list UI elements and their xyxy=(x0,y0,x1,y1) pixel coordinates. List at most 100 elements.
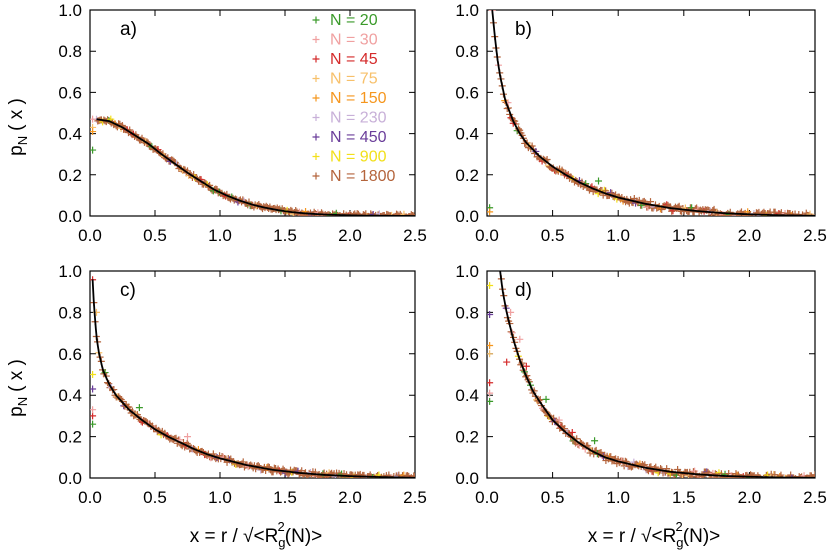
y-tick-label: 0.4 xyxy=(455,125,479,144)
y-tick-label: 0.6 xyxy=(455,345,479,364)
y-tick-label: 1.0 xyxy=(455,1,479,20)
x-tick-label: 1.0 xyxy=(208,488,232,507)
data-point xyxy=(410,472,415,478)
legend-label: N = 45 xyxy=(330,51,378,68)
data-point-outlier xyxy=(487,397,494,405)
data-point xyxy=(788,474,796,478)
data-point xyxy=(811,475,814,478)
data-point xyxy=(810,213,812,216)
x-tick-label: 2.5 xyxy=(403,226,427,245)
y-tick-label: 0.0 xyxy=(58,207,82,226)
data-point-outlier xyxy=(90,412,97,420)
y-tick-label: 0.2 xyxy=(58,428,82,447)
x-tick-label: 1.5 xyxy=(672,488,696,507)
panel-label: d) xyxy=(515,280,532,301)
x-tick-label: 0.5 xyxy=(143,488,167,507)
data-point xyxy=(377,212,385,216)
legend-label: N = 230 xyxy=(330,110,387,127)
legend-marker xyxy=(312,153,320,160)
x-tick-label: 0.0 xyxy=(78,226,102,245)
x-tick-label: 0.0 xyxy=(78,488,102,507)
data-point xyxy=(806,210,814,216)
data-point-outlier xyxy=(595,177,603,185)
data-point xyxy=(781,475,783,478)
x-tick-label: 0.5 xyxy=(541,488,565,507)
x-axis-label-left: x = r / √<Rg2(N)> xyxy=(190,519,323,550)
x-tick-label: 2.0 xyxy=(738,488,762,507)
data-point-outlier xyxy=(516,335,524,343)
data-point-outlier xyxy=(591,437,599,445)
legend-marker xyxy=(312,75,320,82)
data-point-outlier xyxy=(555,416,563,424)
data-point-outlier xyxy=(507,308,515,316)
x-tick-label: 1.5 xyxy=(273,226,297,245)
legend-label: N = 150 xyxy=(330,90,387,107)
data-point-outlier xyxy=(487,350,494,358)
legend-label: N = 1800 xyxy=(330,168,395,185)
data-point xyxy=(776,210,784,216)
x-tick-label: 1.0 xyxy=(606,488,630,507)
y-tick-label: 0.8 xyxy=(455,42,479,61)
y-tick-label: 0.8 xyxy=(58,303,82,322)
y-tick-label: 0.0 xyxy=(455,469,479,488)
data-point xyxy=(699,472,707,478)
data-point xyxy=(811,471,815,478)
x-tick-label: 2.5 xyxy=(803,226,827,245)
y-tick-label: 0.4 xyxy=(58,386,82,405)
data-point-outlier xyxy=(487,281,494,289)
panel-label: a) xyxy=(120,19,137,40)
data-point xyxy=(804,475,806,478)
data-point xyxy=(789,474,797,478)
data-point-outlier xyxy=(522,362,530,370)
y-tick-label: 0.6 xyxy=(455,83,479,102)
y-tick-label: 0.0 xyxy=(58,469,82,488)
y-tick-label: 0.6 xyxy=(58,83,82,102)
data-point-outlier xyxy=(487,379,494,387)
y-tick-label: 1.0 xyxy=(455,262,479,281)
data-point-outlier xyxy=(487,310,494,318)
data-point xyxy=(378,212,386,216)
y-tick-label: 0.8 xyxy=(455,303,479,322)
legend-label: N = 450 xyxy=(330,129,387,146)
data-point-outlier xyxy=(90,115,97,123)
data-point xyxy=(686,468,694,476)
x-tick-label: 2.0 xyxy=(338,226,362,245)
fit-curve xyxy=(91,279,415,478)
data-point-outlier xyxy=(487,389,494,397)
y-axis-label-top: pN( x ) xyxy=(6,98,30,156)
x-tick-label: 1.5 xyxy=(273,488,297,507)
data-point xyxy=(384,474,392,478)
data-point xyxy=(363,213,371,216)
x-tick-label: 1.0 xyxy=(606,226,630,245)
x-tick-label: 2.0 xyxy=(738,226,762,245)
data-point-outlier xyxy=(90,146,97,154)
legend-marker xyxy=(312,16,320,24)
plot-frame xyxy=(89,270,416,479)
data-point xyxy=(802,474,810,478)
legend-marker xyxy=(312,94,320,102)
panel-label: b) xyxy=(515,19,532,40)
data-point xyxy=(335,212,343,216)
legend-marker xyxy=(312,114,320,121)
y-tick-label: 0.0 xyxy=(455,207,479,226)
y-tick-label: 0.4 xyxy=(58,125,82,144)
data-point-outlier xyxy=(487,208,494,216)
y-tick-label: 1.0 xyxy=(58,1,82,20)
legend-label: N = 20 xyxy=(330,12,378,29)
plot-frame xyxy=(486,9,816,217)
data-point xyxy=(370,213,378,216)
data-point-outlier xyxy=(542,395,550,403)
legend-marker xyxy=(312,36,320,43)
data-point-outlier xyxy=(90,385,97,393)
data-point xyxy=(768,474,776,478)
data-point xyxy=(765,210,773,216)
legend-label: N = 900 xyxy=(330,149,387,166)
y-tick-label: 0.2 xyxy=(58,166,82,185)
x-tick-label: 0.5 xyxy=(541,226,565,245)
x-tick-label: 1.5 xyxy=(672,226,696,245)
